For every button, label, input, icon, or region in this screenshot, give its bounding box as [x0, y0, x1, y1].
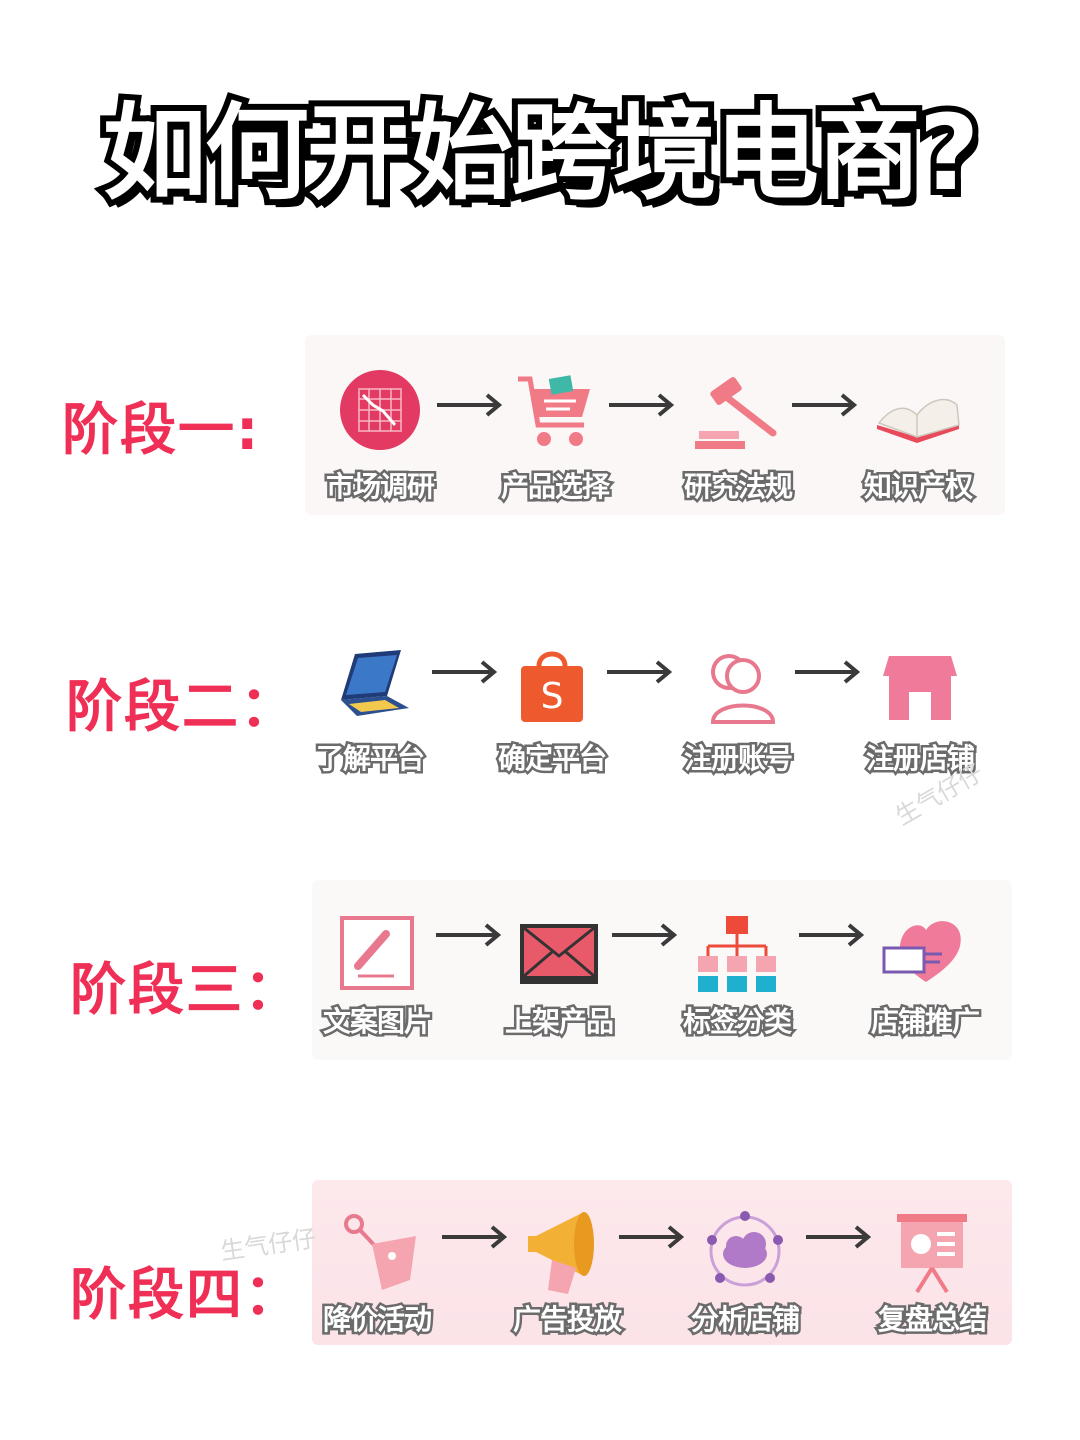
hierarchy-icon	[698, 916, 776, 992]
step-label: 标签分类	[680, 1003, 794, 1041]
step-label: 知识产权	[861, 468, 975, 506]
arrow-icon	[612, 923, 678, 947]
step-label: 了解平台	[313, 740, 427, 778]
stage-4-label: 阶段四：	[70, 1263, 302, 1328]
edit-document-icon	[340, 916, 414, 990]
arrow-icon	[609, 393, 675, 417]
market-chart-icon	[340, 370, 420, 450]
open-book-icon	[877, 398, 960, 443]
stage-3-label: 阶段三：	[70, 958, 302, 1023]
step-label: 研究法规	[681, 468, 795, 506]
step-label: 广告投放	[510, 1301, 624, 1339]
network-cloud-icon	[707, 1211, 783, 1287]
stage-1-label: 阶段一:	[62, 398, 261, 463]
arrow-icon	[436, 923, 502, 947]
step-label: 注册店铺	[863, 740, 977, 778]
stage-1-flow: 市场调研 产品选择 研究法规	[305, 335, 1005, 515]
step-label: 复盘总结	[875, 1301, 989, 1339]
shopping-bag-icon: S	[521, 651, 583, 722]
stage-2-flow: 了解平台 S 确定平台 注册账号 注册店铺	[305, 612, 1005, 792]
step-label: 降价活动	[320, 1301, 434, 1339]
presentation-board-icon	[897, 1214, 967, 1294]
discount-tag-icon	[344, 1214, 416, 1290]
shopping-cart-icon	[518, 375, 590, 446]
users-icon	[710, 654, 776, 724]
arrow-icon	[806, 1225, 872, 1249]
heart-hand-icon	[882, 921, 961, 982]
arrow-icon	[432, 660, 498, 684]
step-label: 上架产品	[502, 1003, 616, 1041]
storefront-icon	[883, 656, 957, 720]
gavel-icon	[695, 377, 777, 449]
laptop-icon	[341, 650, 409, 716]
stage-2-label: 阶段二：	[66, 675, 298, 740]
arrow-icon	[795, 660, 861, 684]
arrow-icon	[437, 393, 503, 417]
page-title: 如何开始跨境电商?	[97, 90, 985, 217]
step-label: 市场调研	[323, 468, 437, 506]
arrow-icon	[442, 1225, 508, 1249]
step-label: 分析店铺	[688, 1301, 802, 1339]
envelope-icon	[520, 924, 598, 984]
stage-4-flow: 降价活动 广告投放 分析店铺	[312, 1180, 1012, 1345]
step-label: 注册账号	[681, 740, 795, 778]
arrow-icon	[607, 660, 673, 684]
megaphone-icon	[528, 1212, 594, 1294]
svg-text:S: S	[541, 676, 564, 717]
arrow-icon	[799, 923, 865, 947]
watermark: 生气仔仔	[218, 1224, 318, 1266]
step-label: 产品选择	[498, 468, 612, 506]
step-label: 文案图片	[320, 1003, 434, 1041]
step-label: 店铺推广	[868, 1003, 982, 1041]
arrow-icon	[792, 393, 858, 417]
stage-3-flow: 文案图片 上架产品	[312, 880, 1012, 1060]
arrow-icon	[619, 1225, 685, 1249]
step-label: 确定平台	[495, 740, 609, 778]
